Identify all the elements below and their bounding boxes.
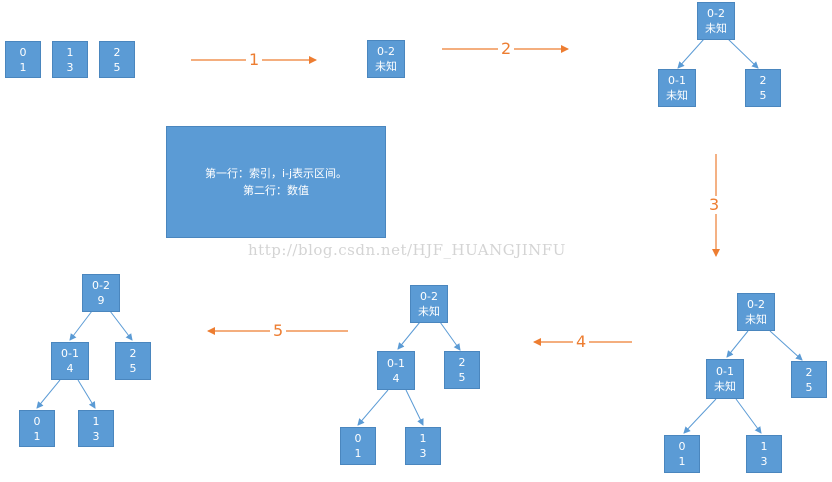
edge-s4-left-lr — [405, 389, 424, 426]
node-index: 2 — [458, 356, 466, 369]
node-index: 0-2 — [420, 290, 438, 303]
node-index: 0 — [19, 45, 27, 59]
node-index: 1 — [419, 432, 427, 445]
node-index: 0-1 — [716, 365, 734, 378]
edge-s2-root-left — [677, 38, 705, 69]
node-value: 未知 — [375, 60, 397, 73]
node-value: 4 — [392, 371, 400, 385]
node-index: 2 — [113, 45, 121, 59]
node-index: 0-2 — [707, 7, 725, 20]
node-s0-leaf-0: 0 1 — [5, 41, 41, 78]
node-index: 2 — [805, 365, 813, 379]
node-s0-leaf-1: 1 3 — [52, 41, 88, 78]
legend-box: 第一行：索引，i-j表示区间。 第二行：数值 — [166, 126, 386, 238]
node-value: 5 — [458, 371, 466, 384]
edge-s4-root-left — [397, 321, 421, 350]
watermark: http://blog.csdn.net/HJF_HUANGJINFU — [248, 241, 566, 259]
node-index: 2 — [759, 74, 767, 87]
node-index: 0 — [354, 432, 362, 445]
node-value: 5 — [759, 89, 767, 102]
node-index: 0 — [33, 414, 41, 428]
node-value: 5 — [805, 380, 813, 394]
node-index: 1 — [66, 45, 74, 59]
node-value: 未知 — [666, 89, 688, 102]
node-s5-root: 0-2 9 — [82, 274, 120, 312]
step-label-3: 3 — [706, 196, 723, 214]
node-s2-right: 2 5 — [745, 69, 781, 107]
node-s0-leaf-2: 2 5 — [99, 41, 135, 78]
node-value: 1 — [33, 429, 41, 443]
node-s2-root: 0-2 未知 — [697, 2, 735, 40]
node-value: 1 — [678, 455, 686, 468]
node-s4-root: 0-2 未知 — [410, 285, 448, 323]
node-value: 未知 — [745, 313, 767, 326]
node-s4-left: 0-1 4 — [377, 351, 415, 390]
node-index: 1 — [92, 414, 100, 428]
node-s2-left: 0-1 未知 — [658, 69, 696, 107]
node-s5-leaf-0: 0 1 — [19, 410, 55, 447]
node-value: 1 — [354, 447, 362, 460]
node-index: 0-1 — [387, 356, 405, 370]
edge-s5-root-left — [69, 310, 93, 341]
step-label-2: 2 — [498, 40, 515, 58]
node-s3-right: 2 5 — [791, 361, 827, 398]
node-index: 0-1 — [61, 347, 79, 360]
edge-s3-left-lr — [735, 398, 762, 434]
node-value: 未知 — [714, 380, 736, 393]
node-index: 0-2 — [92, 279, 110, 292]
node-value: 未知 — [418, 305, 440, 318]
node-s3-leaf-1: 1 3 — [746, 435, 782, 473]
node-index: 0-1 — [668, 74, 686, 87]
node-value: 4 — [66, 362, 74, 375]
edge-s3-left-ll — [683, 398, 717, 434]
edge-s5-left-lr — [77, 379, 96, 409]
node-value: 3 — [419, 447, 427, 460]
node-s3-root: 0-2 未知 — [737, 293, 775, 331]
node-s5-leaf-1: 1 3 — [78, 410, 114, 447]
edge-s4-root-right — [439, 321, 461, 351]
node-index: 0-2 — [747, 298, 765, 311]
node-index: 0 — [678, 440, 686, 453]
node-value: 3 — [92, 429, 100, 443]
edge-s4-left-ll — [357, 389, 389, 426]
edge-s3-root-right — [769, 330, 803, 361]
node-s4-right: 2 5 — [444, 351, 480, 389]
node-s1-root: 0-2 未知 — [367, 40, 405, 78]
node-index: 2 — [129, 347, 137, 360]
node-index: 1 — [760, 440, 768, 453]
step-label-1: 1 — [246, 51, 263, 69]
edge-s5-root-right — [109, 310, 133, 341]
node-s3-left: 0-1 未知 — [706, 359, 744, 399]
legend-line-2: 第二行：数值 — [243, 184, 309, 197]
node-value: 5 — [113, 60, 121, 74]
node-s3-leaf-0: 0 1 — [664, 435, 700, 473]
node-value: 未知 — [705, 22, 727, 35]
edge-s2-root-right — [727, 38, 759, 69]
node-s5-right: 2 5 — [115, 342, 151, 380]
node-s4-leaf-0: 0 1 — [340, 427, 376, 465]
node-s5-left: 0-1 4 — [51, 342, 89, 380]
step-label-5: 5 — [270, 322, 287, 340]
node-value: 3 — [760, 455, 768, 468]
edge-s5-left-ll — [36, 379, 61, 409]
node-value: 5 — [129, 362, 137, 375]
node-index: 0-2 — [377, 45, 395, 58]
node-s4-leaf-1: 1 3 — [405, 427, 441, 465]
node-value: 1 — [19, 60, 27, 74]
node-value: 9 — [97, 294, 105, 307]
step-label-4: 4 — [573, 333, 590, 351]
legend-line-1: 第一行：索引，i-j表示区间。 — [204, 167, 348, 180]
edge-s3-root-left — [726, 330, 749, 358]
node-value: 3 — [66, 60, 74, 74]
